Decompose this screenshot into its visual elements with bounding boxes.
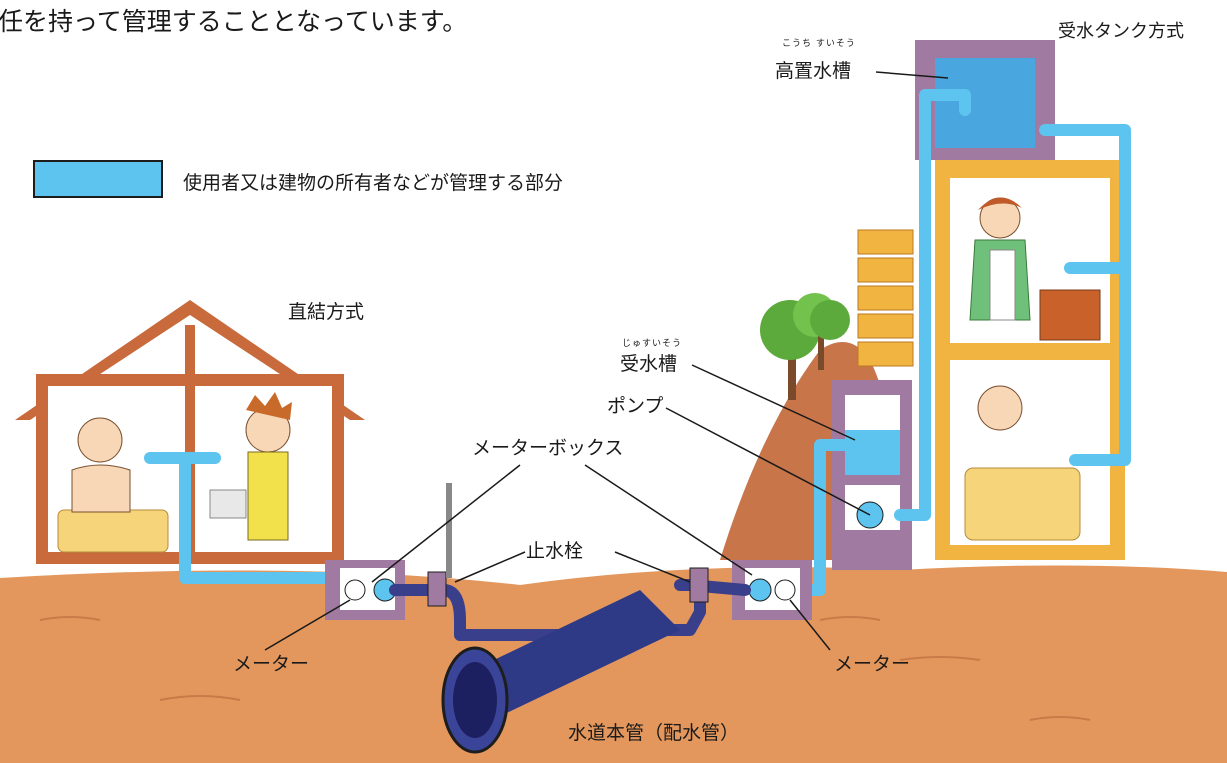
valve-post (446, 483, 452, 578)
stop-valve-left (427, 571, 447, 607)
label-pump: ポンプ (607, 395, 664, 417)
ground (0, 565, 1227, 763)
label-direct-system: 直結方式 (288, 301, 365, 323)
tank-structure (832, 380, 912, 570)
legend-label: 使用者又は建物の所有者などが管理する部分 (183, 172, 564, 194)
legend-swatch (33, 160, 163, 198)
label-elevated-tank: 高置水槽 (775, 60, 852, 82)
label-meter-right: メーター (834, 653, 911, 675)
building (915, 40, 1125, 560)
water-main (441, 590, 680, 754)
label-meter-box: メーターボックス (472, 437, 624, 459)
tree (760, 293, 850, 400)
label-receiving-tank: 受水槽 (620, 353, 678, 375)
ruby-elevated-tank: こうち すいそう (782, 39, 856, 49)
stop-valve-right (689, 567, 709, 603)
balconies (857, 229, 914, 367)
label-tank-system: 受水タンク方式 (1058, 21, 1184, 42)
label-stop-valve: 止水栓 (526, 540, 584, 562)
header-text: 任を持って管理することとなっています。 (0, 7, 468, 36)
ground-texture (39, 616, 1091, 721)
label-water-main: 水道本管（配水管） (568, 722, 740, 744)
label-meter-left: メーター (233, 653, 310, 675)
leader-lines (264, 71, 949, 651)
ruby-receiving-tank: じゅすいそう (622, 339, 683, 349)
